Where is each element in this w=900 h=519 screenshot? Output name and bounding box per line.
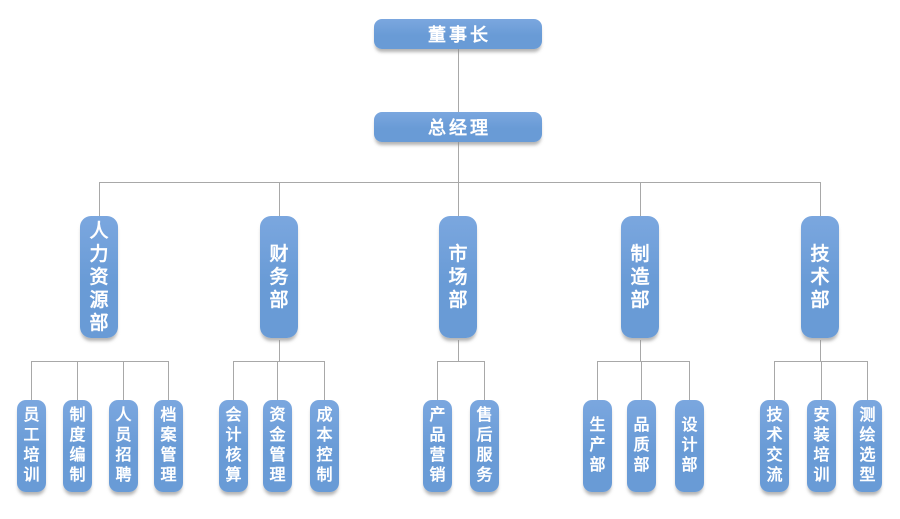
node-label: 技 术 交 流: [766, 407, 783, 484]
node-label: 员 工 培 训: [23, 407, 40, 484]
connector-technology-subtree: [774, 340, 868, 400]
node-cost-control: 成 本 控 制: [310, 400, 339, 492]
node-label: 资 金 管 理: [269, 407, 286, 484]
node-label: 人 员 招 聘: [115, 407, 132, 484]
node-label: 技 术 部: [810, 243, 830, 311]
node-label: 安 装 培 训: [813, 407, 830, 484]
node-dept-manufacturing: 制 造 部: [621, 216, 659, 338]
node-dept-technology: 技 术 部: [801, 216, 839, 338]
node-archive-management: 档 案 管 理: [154, 400, 183, 492]
node-dept-marketing: 市 场 部: [439, 216, 477, 338]
node-design-dept: 设 计 部: [675, 400, 704, 492]
node-personnel-recruitment: 人 员 招 聘: [109, 400, 138, 492]
connector-manager-departments: [99, 142, 821, 216]
node-after-sales-service: 售 后 服 务: [470, 400, 499, 492]
node-general-manager: 总经理: [374, 112, 542, 142]
node-label: 制 度 编 制: [69, 407, 86, 484]
node-label: 制 造 部: [630, 243, 650, 311]
node-fund-management: 资 金 管 理: [263, 400, 292, 492]
node-label: 测 绘 选 型: [859, 407, 876, 484]
node-label: 总经理: [428, 118, 491, 138]
node-employee-training: 员 工 培 训: [17, 400, 46, 492]
node-quality-dept: 品 质 部: [627, 400, 656, 492]
node-label: 市 场 部: [448, 243, 468, 311]
node-technical-exchange: 技 术 交 流: [760, 400, 789, 492]
node-production-dept: 生 产 部: [583, 400, 612, 492]
node-installation-training: 安 装 培 训: [807, 400, 836, 492]
connector-hr-subtree: [31, 361, 169, 400]
connector-marketing-subtree: [437, 340, 485, 400]
node-label: 生 产 部: [589, 417, 606, 474]
node-dept-finance: 财 务 部: [260, 216, 298, 338]
node-surveying-selection: 测 绘 选 型: [853, 400, 882, 492]
node-label: 人 力 资 源 部: [89, 220, 109, 334]
node-label: 成 本 控 制: [316, 407, 333, 484]
node-label: 产 品 营 销: [429, 407, 446, 484]
node-system-development: 制 度 编 制: [63, 400, 92, 492]
connector-manufacturing-subtree: [597, 340, 690, 400]
node-dept-human-resources: 人 力 资 源 部: [80, 216, 118, 338]
connector-finance-subtree: [233, 340, 325, 400]
node-label: 董事长: [428, 25, 491, 45]
node-chairman: 董事长: [374, 19, 542, 49]
node-label: 财 务 部: [269, 243, 289, 311]
node-product-marketing: 产 品 营 销: [423, 400, 452, 492]
node-accounting: 会 计 核 算: [219, 400, 248, 492]
node-label: 档 案 管 理: [160, 407, 177, 484]
node-label: 品 质 部: [633, 417, 650, 474]
node-label: 售 后 服 务: [476, 407, 493, 484]
node-label: 设 计 部: [681, 417, 698, 474]
node-label: 会 计 核 算: [225, 407, 242, 484]
